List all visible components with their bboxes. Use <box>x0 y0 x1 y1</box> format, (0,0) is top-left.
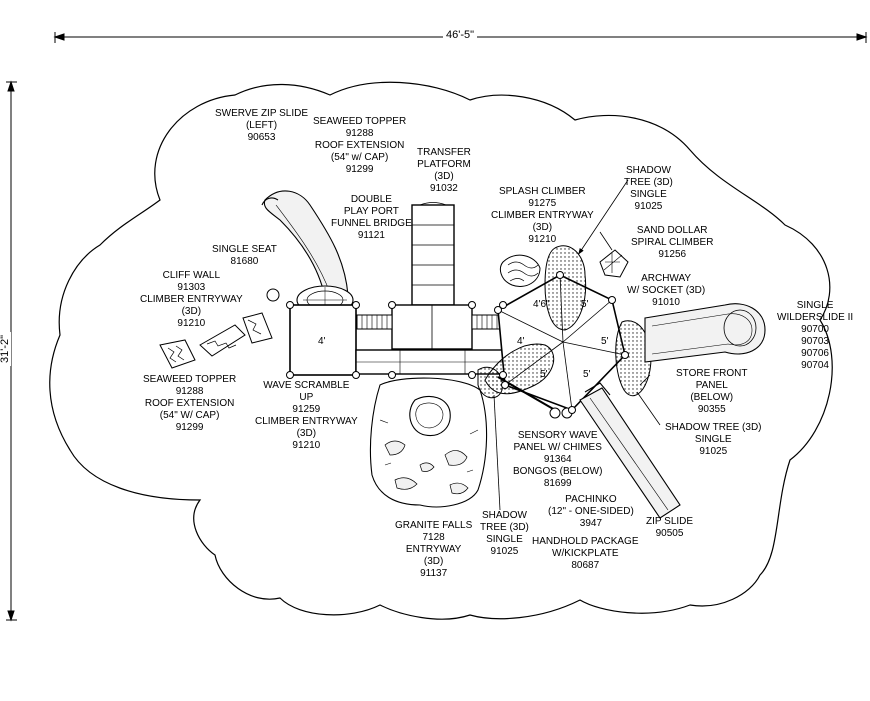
height-hex-top: 4'6" <box>533 299 550 310</box>
splash-climber-shape <box>544 245 587 331</box>
label-shadow-tree-bottom: SHADOW TREE (3D) SINGLE 91025 <box>480 510 529 557</box>
label-single-seat: SINGLE SEAT 81680 <box>212 244 277 267</box>
shadow-tree-left <box>477 343 555 399</box>
height-hex-right: 5' <box>601 336 609 347</box>
label-transfer-platform: TRANSFER PLATFORM (3D) 91032 <box>417 147 471 194</box>
transfer-platform <box>391 202 473 350</box>
single-wilderslide <box>644 303 766 363</box>
label-swerve-zip-slide: SWERVE ZIP SLIDE (LEFT) 90653 <box>215 108 308 143</box>
label-seaweed-topper-left: SEAWEED TOPPER 91288 ROOF EXTENSION (54"… <box>143 374 237 433</box>
zip-slide <box>579 382 681 519</box>
label-wave-scramble: WAVE SCRAMBLE UP 91259 CLIMBER ENTRYWAY … <box>255 380 358 451</box>
height-hex-top-right: 5' <box>581 299 589 310</box>
height-left-deck: 4' <box>318 336 326 347</box>
height-hex-bottom-right: 5' <box>583 369 591 380</box>
label-sand-dollar: SAND DOLLAR SPIRAL CLIMBER 91256 <box>631 225 714 260</box>
label-cliff-wall: CLIFF WALL 91303 CLIMBER ENTRYWAY (3D) 9… <box>140 270 243 329</box>
label-pachinko: PACHINKO (12" - ONE-SIDED) 3947 <box>548 494 634 529</box>
height-hex-bottom-left: 5' <box>540 369 548 380</box>
leader-lines <box>493 179 661 511</box>
deck-posts <box>286 271 629 414</box>
label-double-play-port: DOUBLE PLAY PORT FUNNEL BRIDGE 91121 <box>331 194 412 241</box>
cliff-wall-climber <box>159 312 273 369</box>
label-archway: ARCHWAY W/ SOCKET (3D) 91010 <box>627 273 706 308</box>
single-seat <box>266 288 280 302</box>
label-handhold-package: HANDHOLD PACKAGE W/KICKPLATE 80687 <box>532 536 639 571</box>
splash-climber-entry <box>499 254 541 287</box>
label-zip-slide: ZIP SLIDE 90505 <box>646 516 694 539</box>
width-dimension-label: 46'-5" <box>443 29 478 41</box>
use-zone-boundary <box>49 81 833 620</box>
label-shadow-tree-top: SHADOW TREE (3D) SINGLE 91025 <box>624 165 673 212</box>
label-splash-climber: SPLASH CLIMBER 91275 CLIMBER ENTRYWAY (3… <box>491 186 594 245</box>
label-store-front: STORE FRONT PANEL (BELOW) 90355 <box>676 368 748 415</box>
height-hex-left: 4' <box>517 336 525 347</box>
label-granite-falls: GRANITE FALLS 7128 ENTRYWAY (3D) 91137 <box>395 520 473 579</box>
sand-dollar-spiral-climber <box>599 249 629 278</box>
label-shadow-tree-right: SHADOW TREE (3D) SINGLE 91025 <box>665 422 762 457</box>
label-seaweed-topper-top: SEAWEED TOPPER 91288 ROOF EXTENSION (54"… <box>313 116 407 175</box>
height-dimension-label: 31'-2" <box>0 331 12 367</box>
label-sensory-wave: SENSORY WAVE PANEL W/ CHIMES 91364 BONGO… <box>513 430 603 489</box>
label-wilderslide: SINGLE WILDERSLIDE II 90700 90703 90706 … <box>777 300 854 371</box>
granite-falls-rock <box>369 377 488 508</box>
left-deck-platform <box>289 304 357 376</box>
